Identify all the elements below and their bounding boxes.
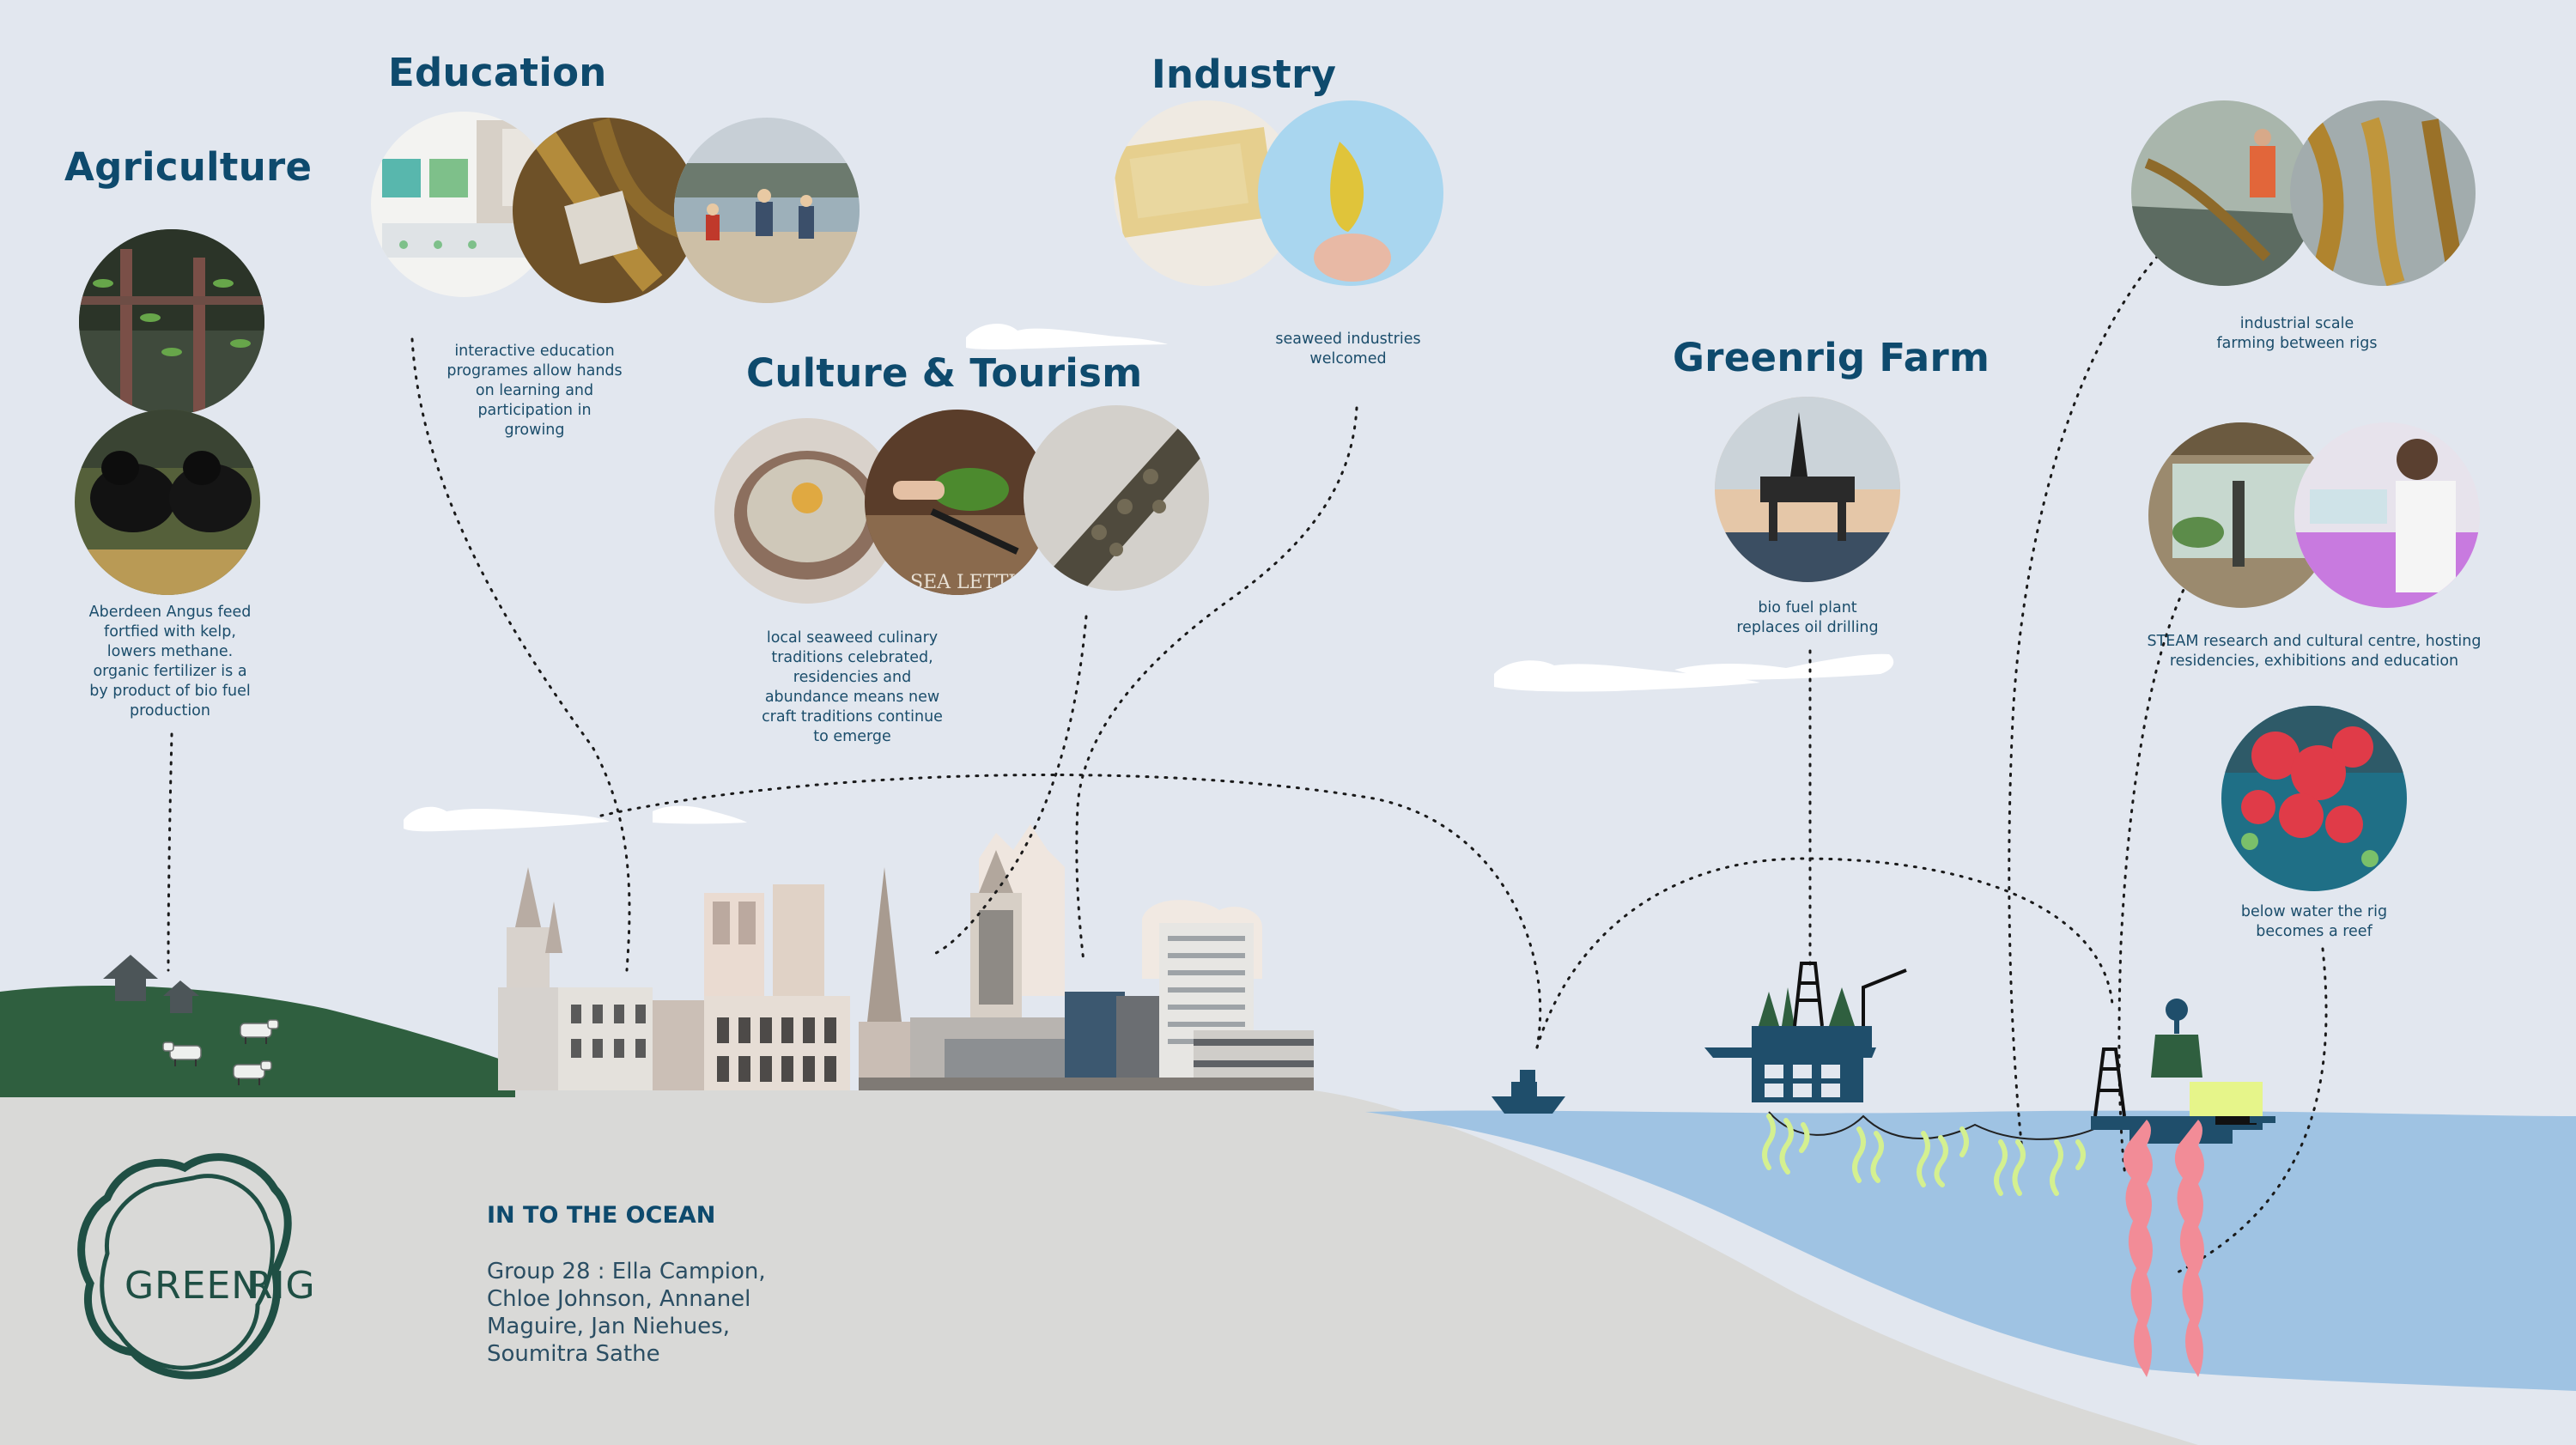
lab-scientist-photo bbox=[2294, 422, 2480, 608]
caption-agriculture: Aberdeen Angus feed fortfied with kelp, … bbox=[88, 604, 252, 719]
kelp-rope bbox=[1768, 1111, 2105, 1140]
sea bbox=[1365, 1110, 2576, 1391]
heading-agriculture: Agriculture bbox=[64, 144, 313, 190]
cloud bbox=[404, 324, 1894, 832]
seedlings-photo bbox=[79, 229, 264, 415]
land bbox=[0, 1090, 2198, 1445]
caption-industry: seaweed industries welcomed bbox=[1275, 331, 1421, 367]
coral-reef-photo bbox=[2221, 706, 2407, 891]
caption-steam-centre: STEAM research and cultural centre, host… bbox=[2147, 633, 2482, 670]
family-beach-photo bbox=[674, 118, 860, 303]
heading-education: Education bbox=[388, 50, 607, 95]
oil-platform-photo bbox=[1715, 397, 1900, 582]
logo-text-rig: RIG bbox=[246, 1264, 316, 1308]
house-icon bbox=[103, 955, 199, 1013]
kelp-specimen-photo bbox=[513, 118, 698, 303]
caption-education: interactive education programes allow ha… bbox=[447, 343, 623, 439]
group-credits: Group 28 : Ella Campion, Chloe Johnson, … bbox=[487, 1259, 766, 1367]
caption-reef: below water the rig becomes a reef bbox=[2240, 903, 2388, 940]
city-skyline bbox=[498, 824, 1314, 1090]
heading-greenrig-farm: Greenrig Farm bbox=[1673, 335, 1990, 380]
caption-culture: local seaweed culinary traditions celebr… bbox=[762, 629, 943, 745]
heading-industry: Industry bbox=[1151, 52, 1337, 97]
kelp-harvest-photo bbox=[2131, 100, 2317, 286]
logo-text-green: GREEN bbox=[125, 1264, 260, 1308]
greenrig-logo: GREEN RIG bbox=[77, 1153, 316, 1380]
cow-icon bbox=[162, 1019, 279, 1079]
kelp-fronds-photo bbox=[2290, 100, 2476, 286]
cow-legs bbox=[174, 1037, 267, 1085]
cattle-photo bbox=[75, 410, 260, 595]
caption-biofuel: bio fuel plant replaces oil drilling bbox=[1736, 599, 1879, 636]
dried-seaweed-photo bbox=[1024, 405, 1209, 591]
heading-culture-tourism: Culture & Tourism bbox=[746, 350, 1143, 396]
boat-icon bbox=[1492, 1070, 1565, 1114]
sea-lettuce-label: SEA LETTUCE bbox=[910, 572, 1053, 593]
chopping-sea-lettuce-photo: SEA LETTUCE bbox=[865, 410, 1053, 595]
project-title: IN TO THE OCEAN bbox=[487, 1202, 716, 1229]
caption-farming: industrial scale farming between rigs bbox=[2216, 315, 2378, 352]
hill bbox=[0, 985, 515, 1097]
oil-rig-icon bbox=[1704, 962, 1907, 1102]
steam-rig-icon bbox=[2091, 999, 2275, 1377]
kelp-icon bbox=[1762, 1114, 2086, 1196]
seaweed-bioplastic-photo bbox=[1258, 100, 1443, 286]
